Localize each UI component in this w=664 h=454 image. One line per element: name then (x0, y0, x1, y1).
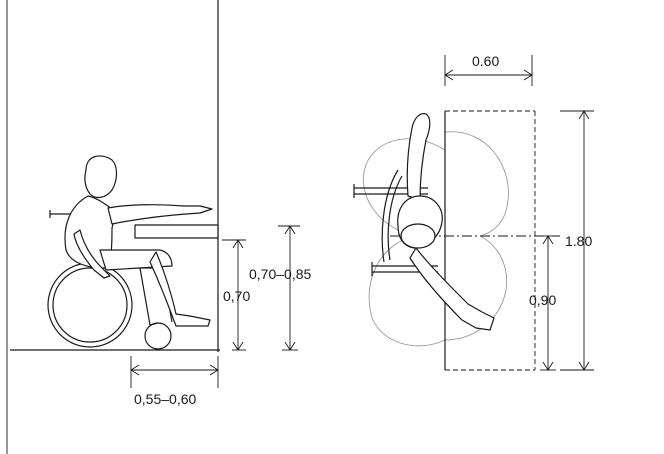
dim-plan-half: 0,90 (529, 235, 556, 371)
turning-arc-upper-right (444, 131, 509, 237)
resting-arm (73, 229, 111, 279)
table-height-label: 0,70 (223, 288, 250, 304)
seated-person (64, 155, 213, 327)
plan-head (400, 223, 436, 249)
arm-up (406, 113, 431, 201)
rear-wheel (47, 262, 133, 348)
dim-plan-length: 1.80 (560, 110, 594, 371)
plan-view: 0.60 1.80 0,90 (353, 53, 594, 371)
dim-plan-width: 0.60 (444, 53, 533, 86)
reaching-arm (107, 204, 213, 225)
person-plan (397, 113, 495, 331)
turning-arc-lower-left (368, 237, 446, 347)
plan-length-label: 1.80 (565, 233, 592, 249)
reach-height-label: 0,70–0,85 (249, 266, 311, 282)
chair-strut (139, 267, 159, 326)
turning-arc-lower-right (444, 235, 508, 341)
arm-down (409, 247, 495, 331)
plan-half-label: 0,90 (529, 292, 556, 308)
dim-table-height: 0,70 (222, 239, 250, 351)
knee-depth-label: 0,55–0,60 (134, 391, 196, 407)
dim-reach-height: 0,70–0,85 (249, 225, 311, 351)
plan-width-label: 0.60 (472, 53, 499, 69)
rear-wheel-rim (52, 267, 128, 343)
side-view: 0,70 0,70–0,85 0,55–0,60 (6, 0, 311, 454)
table-top (134, 224, 219, 239)
head (84, 155, 118, 199)
lower-leg (149, 251, 211, 327)
caster-wheel (144, 322, 172, 350)
dim-knee-depth: 0,55–0,60 (130, 356, 219, 407)
